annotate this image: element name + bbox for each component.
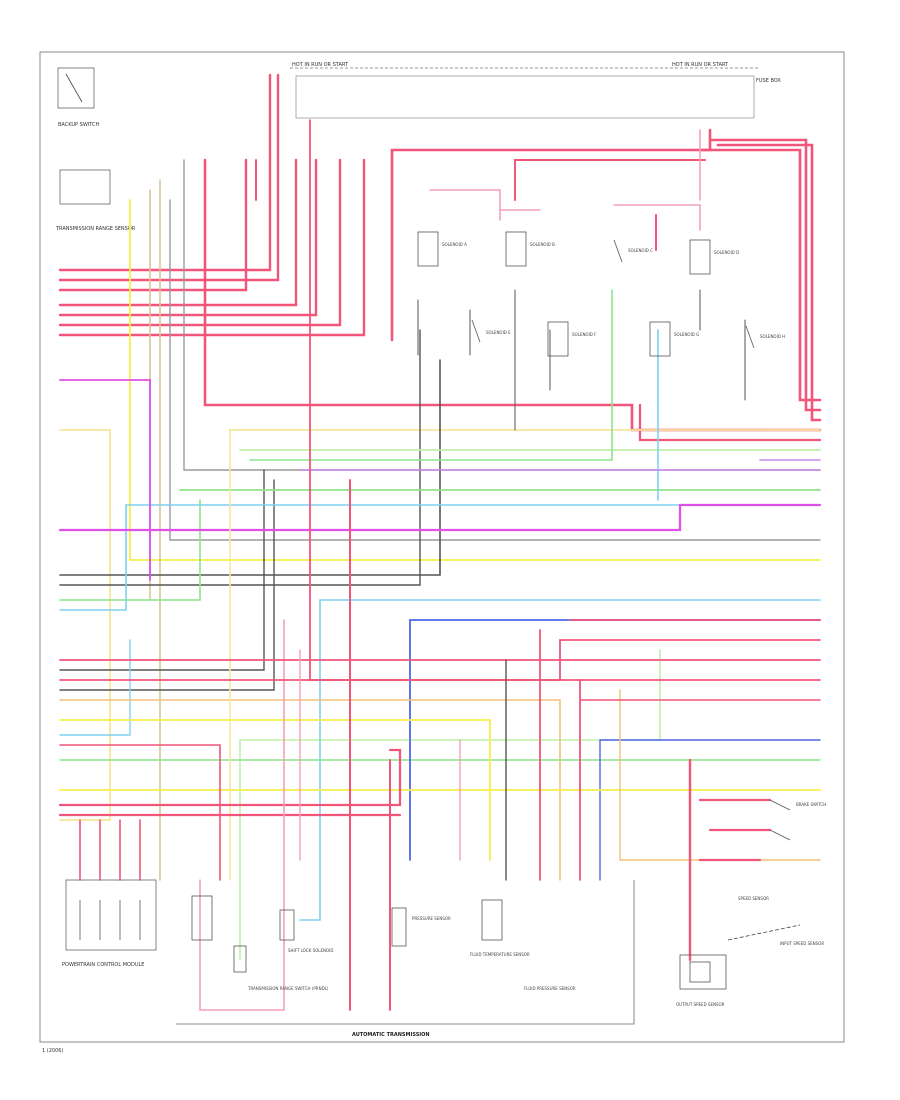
trans-range-switch: TRANSMISSION RANGE SWITCH (PRNDL) <box>191 895 329 991</box>
input-speed-label: INPUT SPEED SENSOR <box>780 941 824 946</box>
solenoid-c-label: SOLENOID C <box>628 248 653 253</box>
speed-sensor: SPEED SENSOR <box>738 896 769 901</box>
solenoid-f: SOLENOID F <box>547 321 597 357</box>
pressure-sensor: PRESSURE SENSOR <box>391 907 451 947</box>
solenoid-e-label: SOLENOID E <box>486 330 511 335</box>
speed-sensor-label: SPEED SENSOR <box>738 896 769 901</box>
solenoid-c: SOLENOID C <box>613 239 653 263</box>
brake-switch-label: BRAKE SWITCH <box>796 802 826 807</box>
hot-run-left-label: HOT IN RUN OR START <box>292 62 349 68</box>
solenoid-a-label: SOLENOID A <box>442 242 467 247</box>
pcm-label: POWERTRAIN CONTROL MODULE <box>62 962 144 968</box>
fluid-pressure-sensor: FLUID PRESSURE SENSOR <box>524 986 576 991</box>
pcm-connector: POWERTRAIN CONTROL MODULE <box>62 879 157 968</box>
auto-trans-label: AUTOMATIC TRANSMISSION <box>352 1032 430 1038</box>
backup-switch-label: BACKUP SWITCH <box>58 122 100 128</box>
solenoid-d: SOLENOID D <box>689 239 739 275</box>
shift-lock: SHIFT LOCK SOLENOID <box>279 909 333 953</box>
solenoid-f-label: SOLENOID F <box>572 332 597 337</box>
solenoid-b-label: SOLENOID B <box>530 242 555 247</box>
backup-switch: BACKUP SWITCH <box>57 67 100 128</box>
shift-lock-label: SHIFT LOCK SOLENOID <box>288 948 333 953</box>
solenoid-d-label: SOLENOID D <box>714 250 739 255</box>
tr-sensor-label: TRANSMISSION RANGE SENSOR <box>55 226 136 232</box>
footer-code: 1 (2006) <box>42 1048 63 1054</box>
brake-switch: BRAKE SWITCH <box>769 799 826 841</box>
trans-range-switch-label: TRANSMISSION RANGE SWITCH (PRNDL) <box>247 986 329 991</box>
solenoid-e: SOLENOID E <box>471 319 511 343</box>
fluid-temp-label: FLUID TEMPERATURE SENSOR <box>470 952 530 957</box>
tr-sensor-connector: TRANSMISSION RANGE SENSOR <box>55 169 136 232</box>
solenoid-h: SOLENOID H <box>745 325 785 349</box>
fuse-box-label: FUSE BOX <box>756 78 781 84</box>
output-speed-label: OUTPUT SPEED SENSOR <box>676 1002 725 1007</box>
output-speed-sensor: OUTPUT SPEED SENSOR <box>676 954 727 1007</box>
wire-harness <box>58 73 822 1011</box>
solenoid-g-label: SOLENOID G <box>674 332 699 337</box>
diagram-frame <box>39 51 845 1043</box>
solenoid-h-label: SOLENOID H <box>760 334 785 339</box>
input-speed-sensor: INPUT SPEED SENSOR <box>727 924 824 946</box>
fluid-temp-sensor: FLUID TEMPERATURE SENSOR <box>470 899 530 957</box>
hot-run-right-label: HOT IN RUN OR START <box>672 62 729 68</box>
pressure-sensor-label: PRESSURE SENSOR <box>412 916 451 921</box>
top-bus: HOT IN RUN OR START HOT IN RUN OR START … <box>290 62 781 119</box>
solenoid-a: SOLENOID A <box>417 231 467 267</box>
solenoid-b: SOLENOID B <box>505 231 555 267</box>
solenoid-g: SOLENOID G <box>649 321 699 357</box>
auto-trans-bracket: AUTOMATIC TRANSMISSION <box>176 880 635 1038</box>
fluid-pressure-label: FLUID PRESSURE SENSOR <box>524 986 576 991</box>
